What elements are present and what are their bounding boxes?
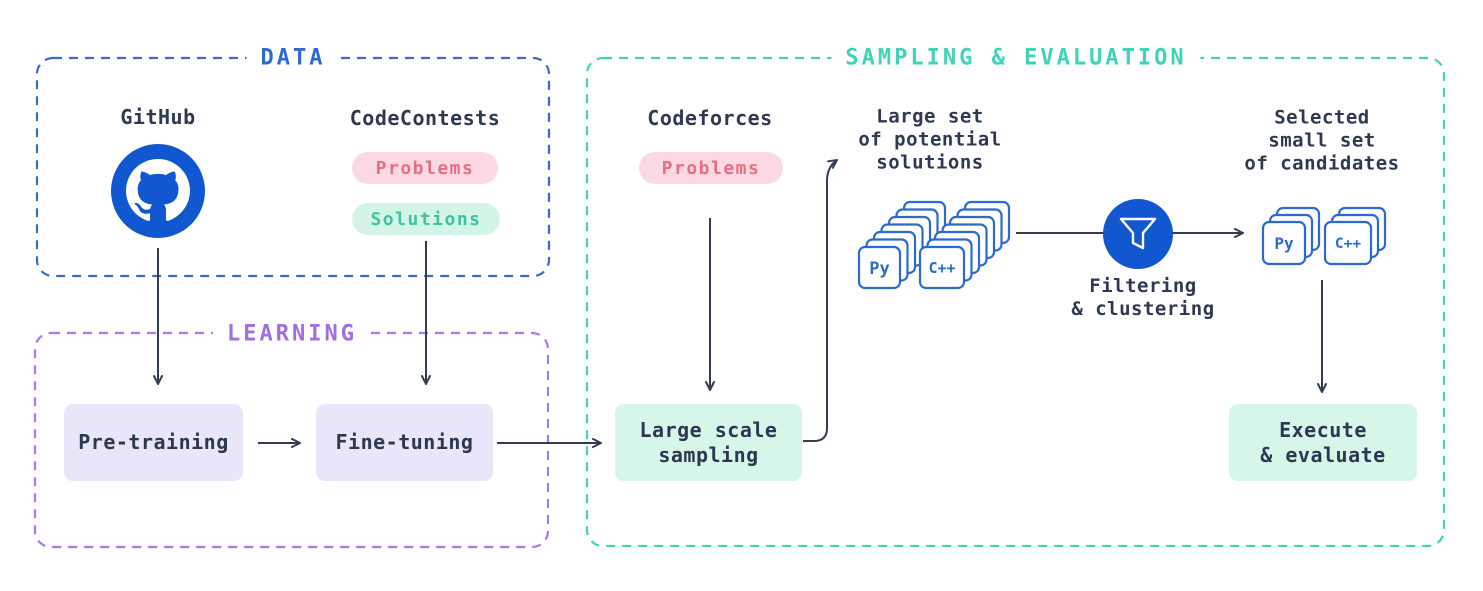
sampling-group-border xyxy=(585,56,1446,548)
filtering-clustering-label: Filtering & clustering xyxy=(1071,275,1215,320)
arrow-sampling-to-solutions xyxy=(803,159,838,442)
small-cpp-card-stack xyxy=(1323,206,1387,266)
finetuning-node: Fine-tuning xyxy=(316,404,493,481)
codecontests-solutions-badge: Solutions xyxy=(352,203,500,235)
large-py-card-label: Py xyxy=(869,259,889,279)
learning-group-title: LEARNING xyxy=(213,321,371,347)
small-py-card-stack xyxy=(1261,206,1321,266)
large-cpp-card-stack xyxy=(918,200,1011,290)
pretraining-node: Pre-training xyxy=(64,404,243,481)
small-cpp-card-label: C++ xyxy=(1335,236,1361,252)
codeforces-problems-badge: Problems xyxy=(639,152,783,184)
execute-evaluate-node: Execute & evaluate xyxy=(1229,404,1417,481)
small-py-card-label: Py xyxy=(1274,234,1294,253)
large-set-label: Large set of potential solutions xyxy=(858,105,1002,174)
large-scale-sampling-node: Large scale sampling xyxy=(615,404,802,481)
sampling-group-title: SAMPLING & EVALUATION xyxy=(831,45,1201,71)
large-py-card-stack xyxy=(857,200,947,290)
filter-icon xyxy=(1103,199,1173,269)
large-cpp-card-label: C++ xyxy=(928,259,955,277)
github-label: GitHub xyxy=(120,105,196,129)
selected-set-label: Selected small set of candidates xyxy=(1244,106,1400,175)
codecontests-label: CodeContests xyxy=(349,106,501,130)
codecontests-problems-badge: Problems xyxy=(352,152,498,184)
data-group-title: DATA xyxy=(246,45,340,71)
codeforces-label: Codeforces xyxy=(647,106,773,130)
github-icon xyxy=(111,144,205,238)
